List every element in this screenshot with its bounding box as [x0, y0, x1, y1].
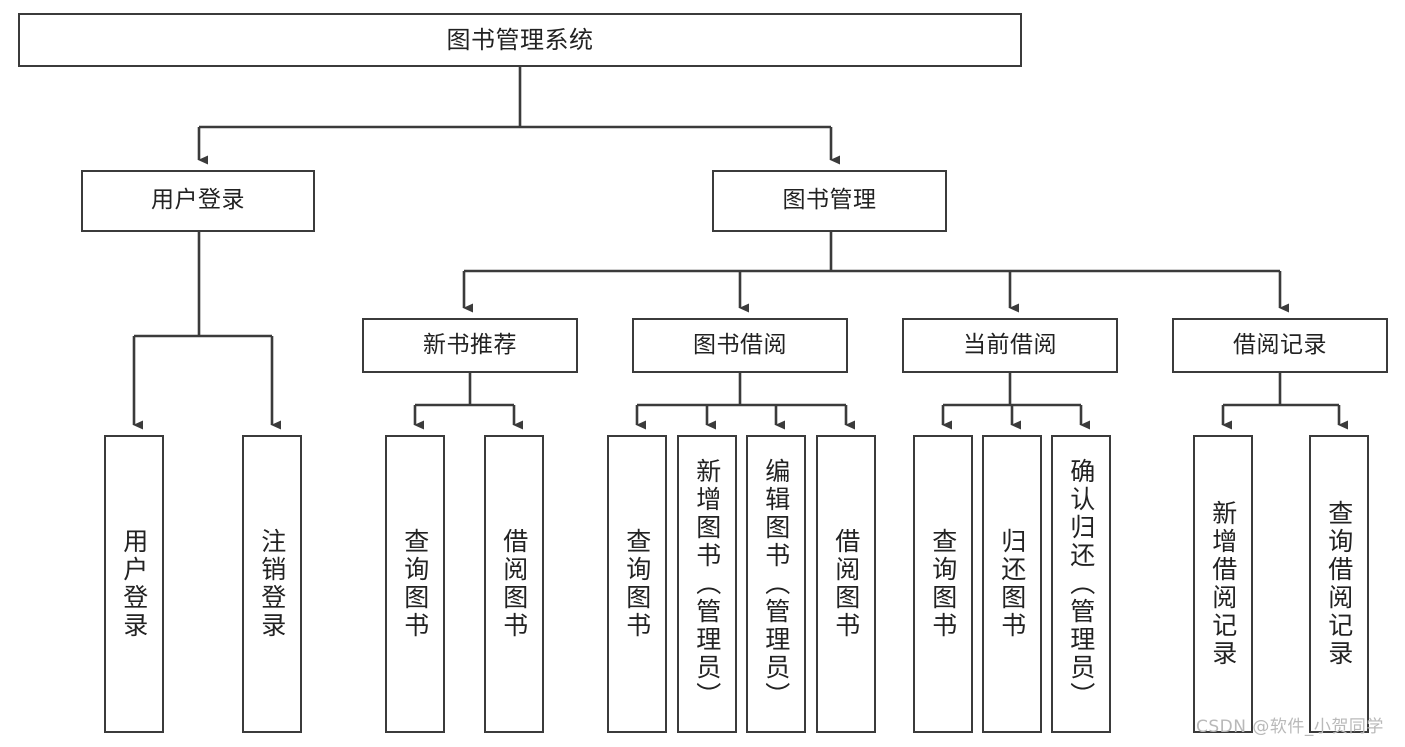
node-label: 确认归还（管理员） [1066, 458, 1096, 710]
node-leaf-query-borrow-record[interactable]: 查询借阅记录 [1309, 435, 1369, 733]
node-label: 查询借阅记录 [1324, 500, 1354, 668]
node-label: 借阅图书 [499, 528, 529, 640]
node-label: 查询图书 [622, 528, 652, 640]
node-label: 用户登录 [119, 528, 149, 640]
node-leaf-edit-book-admin[interactable]: 编辑图书（管理员） [746, 435, 806, 733]
node-label: 归还图书 [997, 528, 1027, 640]
node-new-book-recommendation[interactable]: 新书推荐 [362, 318, 578, 373]
node-book-borrowing[interactable]: 图书借阅 [632, 318, 848, 373]
node-label: 图书借阅 [693, 331, 787, 358]
node-label: 新书推荐 [423, 331, 517, 358]
node-label: 用户登录 [151, 187, 245, 214]
node-label: 图书管理 [782, 187, 877, 214]
node-root-book-management-system[interactable]: 图书管理系统 [18, 13, 1022, 67]
node-leaf-return-book[interactable]: 归还图书 [982, 435, 1042, 733]
node-leaf-add-borrow-record[interactable]: 新增借阅记录 [1193, 435, 1253, 733]
node-label: 编辑图书（管理员） [761, 458, 791, 710]
node-label: 新增借阅记录 [1208, 500, 1238, 668]
node-label: 借阅记录 [1233, 331, 1327, 358]
node-label: 新增图书（管理员） [692, 458, 722, 710]
node-label: 当前借阅 [963, 331, 1057, 358]
node-leaf-query-book-recommend[interactable]: 查询图书 [385, 435, 445, 733]
node-leaf-query-book-borrow[interactable]: 查询图书 [607, 435, 667, 733]
node-label: 注销登录 [257, 528, 287, 640]
node-leaf-confirm-return-admin[interactable]: 确认归还（管理员） [1051, 435, 1111, 733]
node-label: 图书管理系统 [446, 25, 594, 54]
node-current-borrowing[interactable]: 当前借阅 [902, 318, 1118, 373]
node-book-management[interactable]: 图书管理 [712, 170, 947, 232]
node-label: 查询图书 [400, 528, 430, 640]
watermark-text: CSDN @软件_小贺同学 [1196, 717, 1384, 737]
node-leaf-query-book-current[interactable]: 查询图书 [913, 435, 973, 733]
node-leaf-add-book-admin[interactable]: 新增图书（管理员） [677, 435, 737, 733]
node-leaf-logout[interactable]: 注销登录 [242, 435, 302, 733]
node-leaf-borrow-book-recommend[interactable]: 借阅图书 [484, 435, 544, 733]
node-label: 查询图书 [928, 528, 958, 640]
node-leaf-user-login[interactable]: 用户登录 [104, 435, 164, 733]
node-label: 借阅图书 [831, 528, 861, 640]
node-leaf-borrow-book[interactable]: 借阅图书 [816, 435, 876, 733]
node-borrowing-record[interactable]: 借阅记录 [1172, 318, 1388, 373]
node-user-login[interactable]: 用户登录 [81, 170, 315, 232]
